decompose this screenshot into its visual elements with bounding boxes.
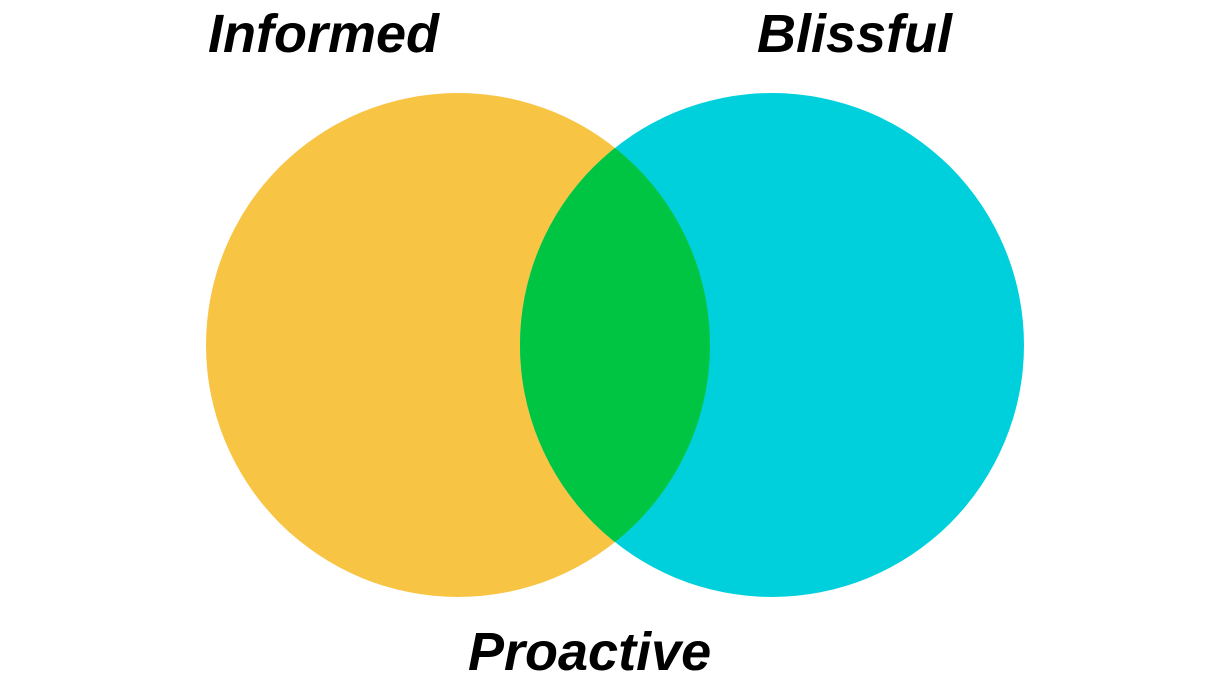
proactive-label: Proactive (468, 622, 712, 682)
overlap-region (520, 93, 710, 597)
blissful-label: Blissful (757, 4, 953, 64)
informed-label: Informed (208, 4, 440, 64)
